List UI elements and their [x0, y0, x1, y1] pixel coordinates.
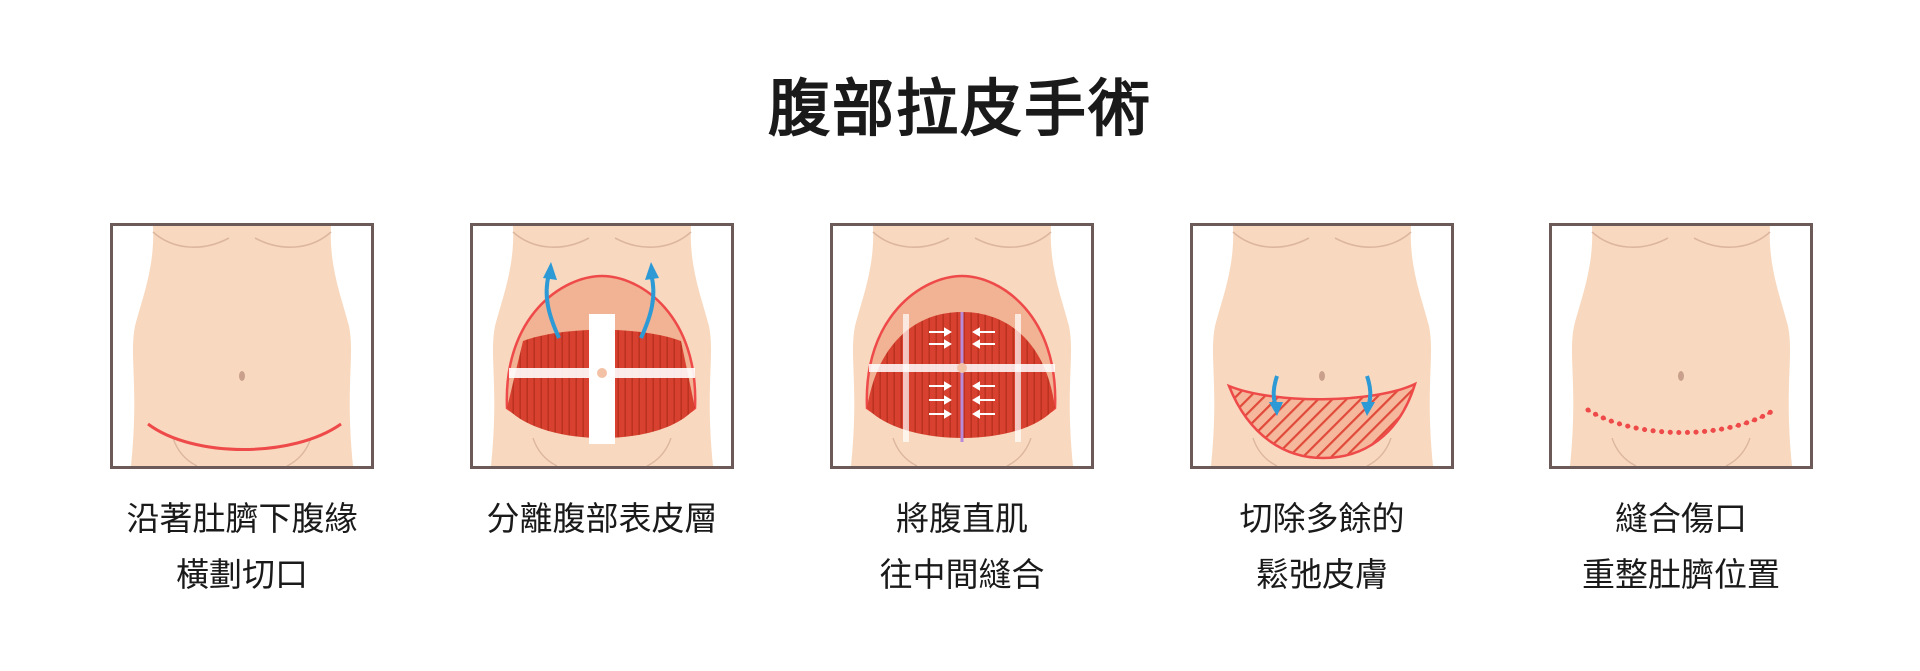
step-4: 切除多餘的 鬆弛皮膚: [1190, 223, 1454, 603]
step-3-caption-line2: 往中間縫合: [879, 555, 1045, 594]
step-1-caption-line1: 沿著肚臍下腹緣: [126, 499, 358, 538]
lift-arrow-left: [544, 273, 561, 339]
step-3-illustration: [830, 223, 1094, 469]
incision-line: [147, 422, 342, 451]
down-arrow-right: [1365, 375, 1373, 405]
torso-incision-drawing: [130, 226, 354, 466]
step-3: 將腹直肌 往中間縫合: [830, 223, 1094, 603]
step-1-illustration: [110, 223, 374, 469]
torso-sutured-drawing: [1569, 226, 1793, 466]
step-2-caption: 分離腹部表皮層: [470, 491, 734, 547]
torso-flap-drawing: [490, 226, 714, 466]
step-4-illustration: [1190, 223, 1454, 469]
step-1-caption: 沿著肚臍下腹緣 橫劃切口: [110, 491, 374, 603]
linea-alba: [589, 314, 615, 444]
step-4-caption: 切除多餘的 鬆弛皮膚: [1190, 491, 1454, 603]
step-5-illustration: [1549, 223, 1813, 469]
step-1-caption-line2: 橫劃切口: [176, 555, 308, 594]
step-2-illustration: [470, 223, 734, 469]
step-5-caption: 縫合傷口 重整肚臍位置: [1549, 491, 1813, 603]
step-4-caption-line1: 切除多餘的: [1239, 499, 1405, 538]
step-5: 縫合傷口 重整肚臍位置: [1549, 223, 1813, 603]
step-2-caption-line1: 分離腹部表皮層: [486, 499, 718, 538]
step-2: 分離腹部表皮層: [470, 223, 734, 547]
step-3-caption-line1: 將腹直肌: [896, 499, 1028, 538]
step-5-caption-line1: 縫合傷口: [1615, 499, 1747, 538]
step-1: 沿著肚臍下腹緣 橫劃切口: [110, 223, 374, 603]
lift-arrow-right: [639, 273, 656, 339]
step-5-caption-line2: 重整肚臍位置: [1582, 555, 1780, 594]
down-arrow-left: [1271, 375, 1279, 405]
step-4-caption-line2: 鬆弛皮膚: [1256, 555, 1388, 594]
torso-excision-drawing: [1210, 226, 1434, 466]
inward-arrows: [929, 327, 995, 419]
torso-suture-drawing: [850, 226, 1074, 466]
step-3-caption: 將腹直肌 往中間縫合: [830, 491, 1094, 603]
diagram-title: 腹部拉皮手術: [767, 72, 1152, 145]
